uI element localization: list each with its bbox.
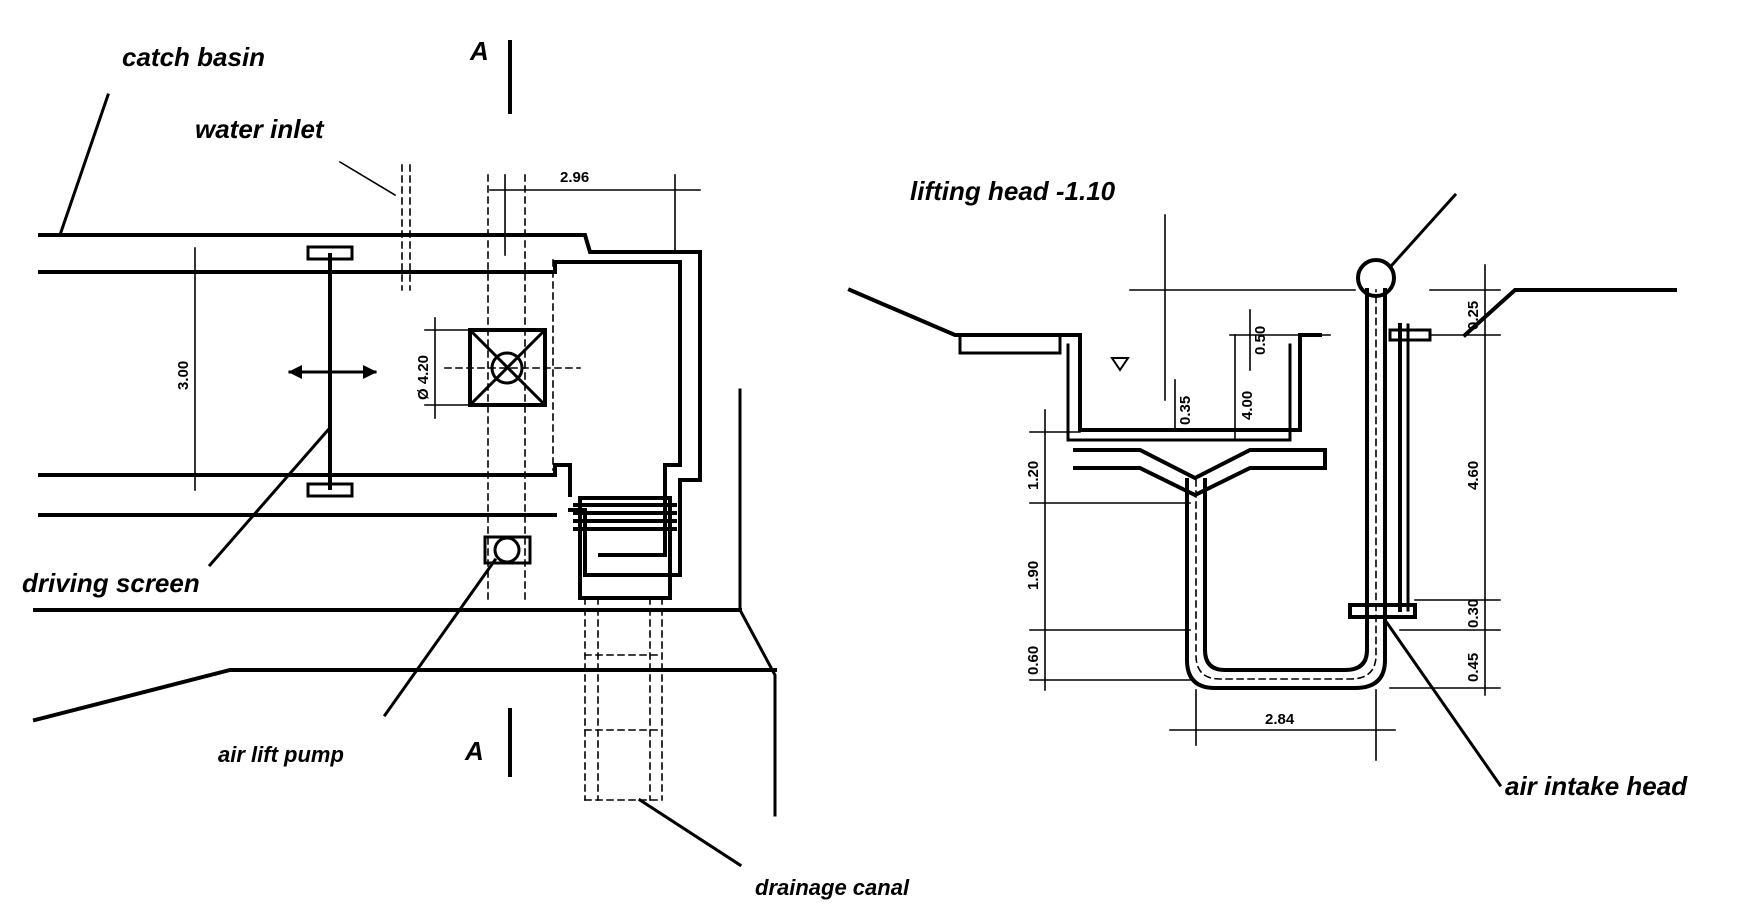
u-pipe-outer <box>1185 288 1387 690</box>
arrow-left-icon <box>288 365 302 379</box>
drainage-canal-label: drainage canal <box>755 875 910 900</box>
dim-460-text: 4.60 <box>1465 461 1482 490</box>
basin-channel-bottom-jog <box>553 463 572 497</box>
air-lift-pump-label: air lift pump <box>218 742 344 767</box>
air-lift-pump-circle <box>493 536 521 564</box>
basin-right-outer-wall <box>738 388 777 817</box>
driving-screen-leader <box>207 427 331 568</box>
lifting-head-label: lifting head -1.10 <box>910 176 1116 206</box>
grid-dim-text: Ø 4.20 <box>415 355 432 400</box>
dim-025-text: 0.25 <box>1465 301 1482 330</box>
lifting-head-circle <box>1356 258 1396 298</box>
dim-296-text: 2.96 <box>560 169 589 186</box>
air-lift-pump-body <box>483 535 532 565</box>
dim-300-text: 3.00 <box>175 361 192 390</box>
ground-right <box>1462 288 1677 338</box>
dim-060-text: 0.60 <box>1025 646 1042 675</box>
dim-120-text: 1.20 <box>1025 461 1042 490</box>
driving-screen-bottom-plate <box>306 482 354 498</box>
grid-diagonal-b <box>467 327 548 408</box>
drainage-box <box>578 496 672 600</box>
dim-045-text: 0.45 <box>1465 653 1482 682</box>
dim-284-text: 2.84 <box>1265 711 1295 728</box>
air-intake-leader <box>1382 617 1503 788</box>
basin-floor-plate <box>1073 448 1327 498</box>
dim-035-text: 0.35 <box>1177 396 1194 425</box>
air-pipe-flange-top <box>1388 328 1432 342</box>
u-pipe-inner <box>1203 288 1369 672</box>
section-mark-top: A <box>469 36 489 66</box>
water-level-icon <box>1110 357 1130 372</box>
basin-inner-right-wall <box>553 260 682 557</box>
water-inlet-leader <box>338 160 397 197</box>
section-mark-bottom: A <box>464 736 484 766</box>
arrow-right-icon <box>363 365 377 379</box>
dim-030-text: 0.30 <box>1465 599 1482 628</box>
driving-screen-label: driving screen <box>22 568 200 598</box>
air-intake-head-label: air intake head <box>1505 771 1688 801</box>
driving-screen-top-plate <box>306 245 354 261</box>
dim-400-text: 4.00 <box>1239 391 1256 420</box>
catch-basin-leader <box>58 93 110 237</box>
catch-basin-label: catch basin <box>122 42 265 72</box>
basin-base-line <box>32 668 777 723</box>
inlet-channel <box>958 333 1062 355</box>
lifting-head-leader <box>1389 192 1458 268</box>
dim-050-text: 0.50 <box>1252 326 1269 355</box>
air-lift-pump-leader <box>382 557 498 718</box>
basin-inner <box>1066 343 1292 442</box>
section-view: lifting head -1.10 air intake head 1.20 … <box>847 176 1688 801</box>
air-pipe-flange-bottom <box>1348 603 1417 619</box>
ground-left <box>847 287 1067 337</box>
u-pipe-dash <box>1195 289 1377 680</box>
dim-190-text: 1.90 <box>1025 561 1042 590</box>
water-inlet-label: water inlet <box>195 114 325 144</box>
basin-top-wall <box>38 233 702 577</box>
drainage-canal-leader <box>637 797 743 868</box>
plan-view: catch basin water inlet A A 2.96 3.00 dr… <box>22 36 910 900</box>
